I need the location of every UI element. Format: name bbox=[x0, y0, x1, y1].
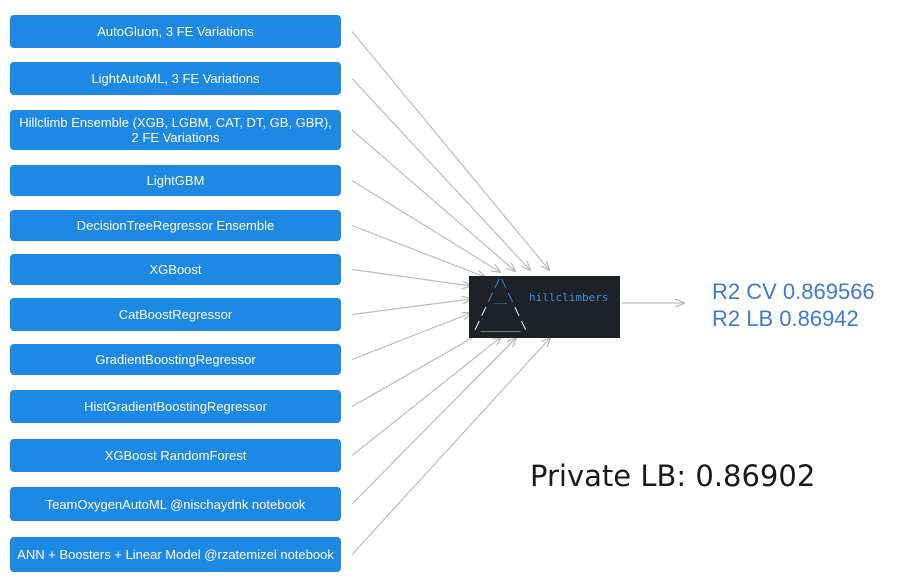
private-lb-score: Private LB: 0.86902 bbox=[530, 459, 816, 493]
input-arrow bbox=[351, 78, 530, 271]
model-box: TeamOxygenAutoML @nischaydnk notebook bbox=[10, 487, 341, 521]
cv-score: R2 CV 0.869566 bbox=[712, 279, 875, 304]
input-arrow bbox=[351, 338, 516, 505]
hillclimbers-logo: /\ /__\ / \ /______\ hillclimbers bbox=[469, 276, 620, 338]
input-arrow bbox=[351, 330, 486, 408]
model-box: LightGBM bbox=[10, 165, 341, 196]
input-arrow bbox=[351, 129, 515, 271]
input-arrow bbox=[351, 338, 550, 555]
input-arrow bbox=[351, 224, 485, 278]
input-arrow bbox=[351, 179, 500, 273]
model-box: XGBoost RandomForest bbox=[10, 439, 341, 472]
input-arrow bbox=[351, 299, 471, 316]
model-box: AutoGluon, 3 FE Variations bbox=[10, 15, 341, 48]
hillclimbers-label: hillclimbers bbox=[529, 291, 609, 304]
input-arrow bbox=[351, 268, 471, 287]
input-arrow bbox=[351, 31, 549, 271]
mountain-ascii-art: /\ /__\ / \ /______\ bbox=[474, 277, 527, 332]
model-box: HistGradientBoostingRegressor bbox=[10, 390, 341, 423]
model-box: GradientBoostingRegressor bbox=[10, 344, 341, 375]
model-box: Hillclimb Ensemble (XGB, LGBM, CAT, DT, … bbox=[10, 110, 341, 150]
input-arrow bbox=[351, 337, 501, 456]
model-box: CatBoostRegressor bbox=[10, 298, 341, 331]
model-box: ANN + Boosters + Linear Model @rzatemize… bbox=[10, 537, 341, 572]
model-box: XGBoost bbox=[10, 254, 341, 285]
model-box: LightAutoML, 3 FE Variations bbox=[10, 62, 341, 95]
lb-score: R2 LB 0.86942 bbox=[712, 306, 859, 331]
model-box: DecisionTreeRegressor Ensemble bbox=[10, 210, 341, 241]
input-arrow bbox=[351, 313, 471, 361]
